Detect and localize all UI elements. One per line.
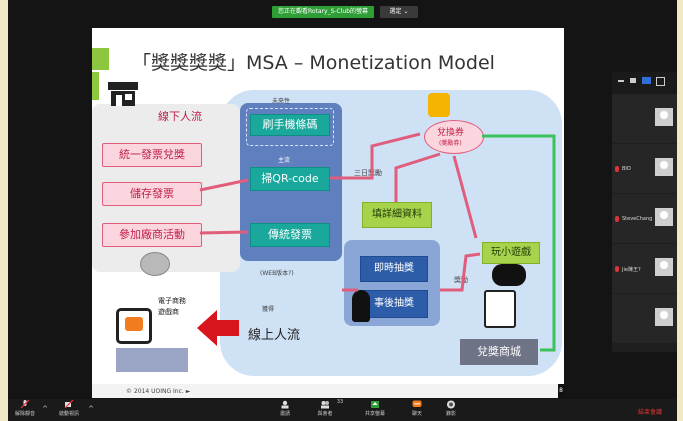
reward-label: 獎勵 [454,276,468,284]
title-accent-bar [92,72,99,100]
participant-name: SteveChang [622,216,653,222]
offline-flow-label: 線下人流 [158,110,202,123]
gift-bag-icon [428,93,450,117]
page-number: 8 [558,384,564,398]
participants-label: 與會者 [317,411,333,417]
slide-title: 「獎獎獎獎」MSA – Monetization Model [132,52,495,74]
screen-share-banner: 您正在觀看Rotary_S-Club的螢幕 選定 ⌄ [272,6,418,18]
gamepad-icon [492,264,526,286]
offline-item-lottery: 統一發票兌獎 [102,143,202,167]
participant-count: 33 [336,399,344,405]
restore-icon[interactable] [630,78,636,83]
chat-icon [412,400,422,407]
future-dashed-frame [246,108,334,146]
mic-muted-icon [20,400,30,409]
record-label: 錄影 [445,411,456,417]
start-video-button[interactable]: 啟動視訊 [54,400,84,417]
future-label: 未來性 [272,98,291,105]
audio-options-caret[interactable]: ^ [42,405,48,413]
end-meeting-button[interactable]: 結束會議 [638,409,663,416]
record-button[interactable]: 錄影 [436,400,466,417]
share-screen-button[interactable]: 共享螢幕 [360,400,390,417]
unmute-button[interactable]: 解除靜音 [10,400,40,417]
start-video-label: 啟動視訊 [58,411,79,417]
view-options-button[interactable]: 選定 ⌄ [380,6,418,18]
participant-tile[interactable]: Jie陳王? [612,244,677,293]
phone-barcode-box: 刷手機條碼 [250,114,330,136]
shared-slide: 「獎獎獎獎」MSA – Monetization Model 線下人流 統一發票… [92,28,564,398]
ecommerce-label: 電子商務 [158,297,186,305]
gallery-view-icon[interactable] [642,77,651,84]
minimize-icon[interactable] [618,80,624,82]
participant-name: Jie陳王? [622,267,641,273]
participant-tile[interactable] [612,94,677,143]
invite-button[interactable]: 邀請 [270,400,300,417]
participant-name: BIO [622,166,631,172]
invite-label: 邀請 [279,411,290,417]
flow-connectors [199,132,556,352]
mic-muted-icon [615,216,619,222]
three-day-draw-label: 三日獎勵 [354,169,382,177]
avatar [655,308,673,326]
mic-muted-icon [615,266,619,272]
record-icon [447,400,455,409]
offline-item-store-invoice: 儲存發票 [102,182,202,206]
participant-gallery: BIO SteveChang Jie陳王? [612,72,677,352]
storefront-icon [108,82,138,106]
copyright-text: © 2014 UOING Inc. ► [126,388,191,395]
avatar [655,258,673,276]
share-status-pill: 您正在觀看Rotary_S-Club的螢幕 [272,6,374,18]
share-screen-icon [371,401,379,408]
title-accent-square [92,48,109,70]
video-options-caret[interactable]: ^ [88,405,94,413]
chat-label: 聊天 [411,411,422,417]
gallery-header [612,72,677,94]
participants-icon [321,401,329,409]
participants-button[interactable]: 與會者 [310,400,340,417]
avatar [655,158,673,176]
voucher-sub-label: (獎勵券) [439,140,462,147]
expand-icon[interactable] [656,77,665,86]
avatar [655,208,673,226]
offline-item-vendor-event: 參加廠商活動 [102,223,202,247]
share-screen-label: 共享螢幕 [364,411,385,417]
unmute-label: 解除靜音 [14,411,35,417]
slide-footer [92,384,564,398]
post-draw-box: 事後抽獎 [360,290,428,318]
gumball-machine-icon [352,290,370,322]
online-flow-label: 線上人流 [248,328,301,343]
instant-draw-box: 即時抽獎 [360,256,428,282]
participant-tile[interactable] [612,294,677,343]
participant-tile[interactable]: BIO [612,144,677,193]
online-arrow-icon [197,310,239,346]
scan-qr-box: 掃QR-code [250,167,330,191]
invite-icon [281,400,289,409]
fill-details-box: 填詳細資料 [362,202,432,228]
cash-stack-image [116,348,188,372]
shopping-bag-icon [484,290,516,328]
game-vendor-label: 遊戲商 [158,308,179,316]
mic-muted-icon [615,166,619,172]
obtain-label: 獲得 [262,306,275,313]
web-version-label: (WEB版本?) [260,270,294,277]
mini-game-box: 玩小遊戲 [482,242,540,264]
traditional-invoice-box: 傳統發票 [250,223,330,247]
participant-tile[interactable]: SteveChang [612,194,677,243]
avatar [655,108,673,126]
video-off-icon [64,400,74,409]
redeem-mall-box: 兌獎商城 [460,339,538,365]
voucher-label: 兌換券 [437,128,465,138]
meeting-toolbar: 解除靜音 ^ 啟動視訊 ^ 邀請 與會者 33 共享螢幕 聊天 錄影 結束會議 [8,399,677,421]
chat-button[interactable]: 聊天 [402,400,432,417]
coin-icon [140,252,170,276]
smartphone-icon [116,308,152,344]
main-label: 主流 [278,157,291,164]
